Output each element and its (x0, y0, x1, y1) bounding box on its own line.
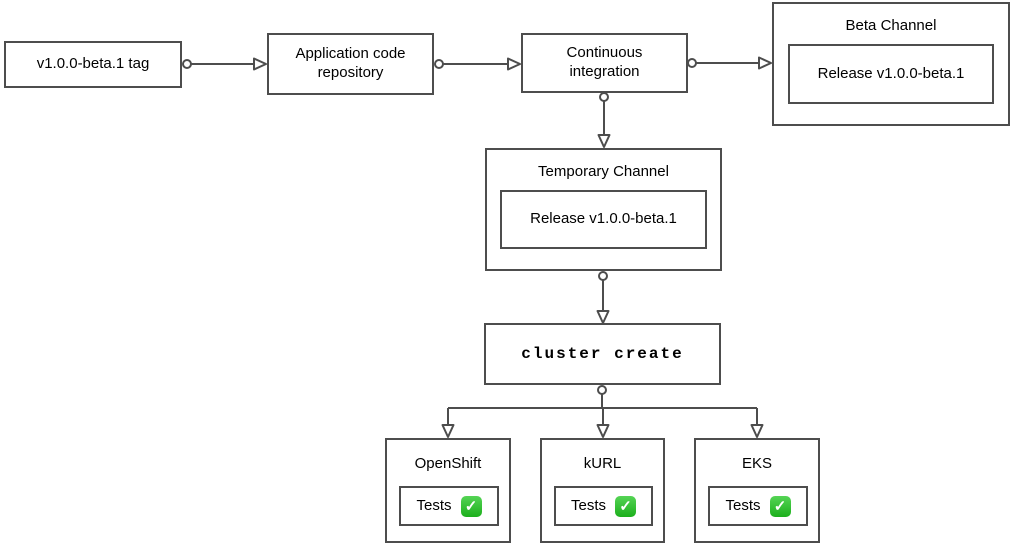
node-cluster-openshift: OpenShift Tests ✓ (385, 438, 511, 543)
kurl-tests-label: Tests (570, 496, 606, 514)
node-temporary-channel: Temporary Channel Release v1.0.0-beta.1 (485, 148, 722, 271)
connector-temporary-channel-to-cluster-create (596, 271, 610, 324)
check-mark-icon: ✓ (460, 495, 482, 517)
openshift-title: OpenShift (414, 455, 482, 472)
node-beta-channel: Beta Channel Release v1.0.0-beta.1 (772, 2, 1010, 126)
node-temporary-release: Release v1.0.0-beta.1 (500, 190, 707, 249)
node-application-code-repository: Application code repository (267, 33, 434, 95)
check-mark-icon: ✓ (769, 495, 791, 517)
node-cluster-create-command: cluster create (484, 323, 721, 385)
openshift-tests-label: Tests (416, 496, 452, 514)
node-beta-release: Release v1.0.0-beta.1 (788, 44, 994, 104)
connector-tag-to-repo (182, 57, 267, 71)
temporary-release-label: Release v1.0.0-beta.1 (530, 210, 677, 228)
node-cluster-kurl: kURL Tests ✓ (540, 438, 665, 543)
eks-tests-label: Tests (725, 496, 761, 514)
connector-ci-to-temporary-channel (597, 92, 611, 148)
ci-label: Continuous integration (566, 44, 643, 80)
node-eks-tests: Tests ✓ (708, 486, 808, 526)
repository-label: Application code repository (295, 45, 406, 81)
connector-ci-to-beta-channel (687, 56, 772, 70)
connector-cluster-create-to-clusters (441, 385, 764, 438)
connector-repo-to-ci (434, 57, 521, 71)
node-version-tag: v1.0.0-beta.1 tag (4, 41, 182, 88)
temporary-channel-title: Temporary Channel (538, 163, 669, 180)
beta-channel-title: Beta Channel (845, 17, 937, 34)
kurl-title: kURL (583, 455, 622, 472)
check-mark-icon: ✓ (615, 495, 636, 517)
node-openshift-tests: Tests ✓ (399, 486, 499, 526)
cluster-create-label: cluster create (521, 345, 684, 363)
eks-title: EKS (741, 455, 772, 472)
node-cluster-eks: EKS Tests ✓ (694, 438, 820, 543)
node-kurl-tests: Tests ✓ (554, 486, 653, 526)
version-tag-label: v1.0.0-beta.1 tag (36, 55, 150, 73)
node-continuous-integration: Continuous integration (521, 33, 688, 93)
beta-release-label: Release v1.0.0-beta.1 (817, 64, 965, 82)
